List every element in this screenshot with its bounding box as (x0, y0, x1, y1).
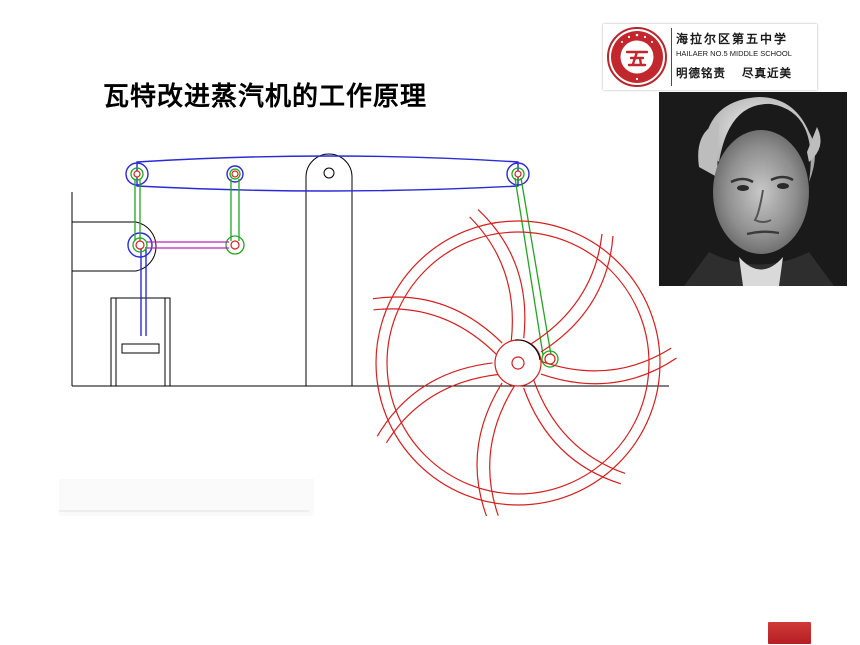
pins (133, 170, 556, 365)
school-motto-right: 尽真近美 (742, 66, 792, 80)
connecting-rods (130, 167, 559, 368)
slide-title: 瓦特改进蒸汽机的工作原理 (103, 82, 428, 112)
portrait-image (659, 92, 847, 286)
flywheel (370, 207, 679, 516)
walking-beam (125, 155, 530, 336)
steam-engine-diagram (59, 114, 679, 516)
school-name-cn: 海拉尔区第五中学 (676, 32, 789, 46)
school-motto-left: 明德铭责 (676, 66, 726, 80)
parallel-link (147, 241, 229, 249)
school-logo: 海拉尔区第五中学 HAILAER NO.5 MIDDLE SCHOOL 明德铭责… (603, 24, 817, 90)
next-slide-button[interactable] (768, 622, 811, 644)
school-seal-icon (607, 27, 667, 87)
school-name-en: HAILAER NO.5 MIDDLE SCHOOL (676, 49, 792, 58)
